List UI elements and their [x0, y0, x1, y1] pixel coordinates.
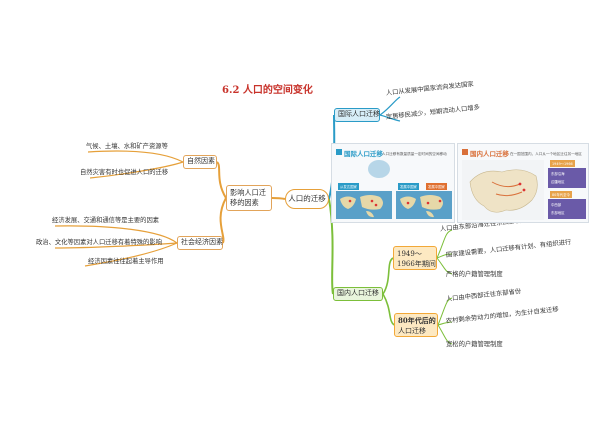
city-illustration-icon: [368, 160, 390, 178]
china-map-icon: [462, 160, 544, 220]
panel-intl-desc: 人口迁移有数量质量一定时间的空间移动: [382, 152, 447, 156]
period-80s-line2: 人口迁移: [398, 327, 426, 335]
panel-marker-icon: [336, 149, 342, 155]
panel-dom-title: 国内人口迁移: [470, 150, 509, 158]
natural-leaf-2: 自然灾害有时也促进人口的迁移: [80, 169, 169, 176]
panel-dom-desc: 在一国范围内，人口从一个地区迁往另一地区: [510, 152, 582, 156]
panel-dom-bullet-1: 东部沿海: [551, 172, 565, 176]
period-80s-node[interactable]: 80年代后的 人口迁移: [394, 313, 438, 337]
period2-leaf-3: 宽松的户籍管理制度: [446, 341, 503, 348]
period-1949-line2: 1966年期间: [397, 260, 436, 268]
natural-leaf-1: 气候、土壤、水和矿产资源等: [86, 143, 168, 150]
panel-dom-box-1: 东部沿海 边疆地区: [548, 168, 586, 188]
domestic-info-panel: 国内人口迁移 在一国范围内，人口从一个地区迁往另一地区 1949～1966 东部…: [457, 143, 589, 223]
center-topic[interactable]: 人口的迁移: [285, 189, 329, 209]
panel-intl-tag-1: 从发达国家: [338, 183, 359, 190]
period-1949-node[interactable]: 1949～ 1966年期间: [393, 246, 437, 270]
social-leaf-2: 政治、文化等因素对人口迁移有着特殊的影响: [36, 239, 162, 246]
panel-dom-bullet-4: 东部地区: [551, 211, 565, 215]
social-leaf-1: 经济发展、交通和通信等是主要的因素: [52, 217, 160, 224]
panel-dom-tag-2: 80年代至今: [550, 191, 572, 198]
international-info-panel: 国际人口迁移 人口迁移有数量质量一定时间的空间移动 从发达国家 发展中国家 发展…: [331, 143, 455, 223]
period-1949-line1: 1949～: [397, 250, 422, 258]
period-80s-line1: 80年代后的: [398, 316, 436, 325]
international-migration-node[interactable]: 国际人口迁移: [334, 108, 380, 122]
world-map-icon: [336, 191, 392, 219]
natural-factors-node[interactable]: 自然因素: [183, 155, 217, 169]
period1-leaf-3: 严格的户籍管理制度: [446, 271, 503, 278]
panel-dom-tag-1: 1949～1966: [550, 160, 575, 167]
panel-marker-icon-2: [462, 149, 468, 155]
panel-dom-box-2: 中西部 东部地区: [548, 199, 586, 219]
panel-intl-title: 国际人口迁移: [344, 150, 383, 158]
panel-dom-bullet-2: 边疆地区: [551, 180, 565, 184]
page-title: 6.2 人口的空间变化: [222, 85, 313, 96]
social-factors-node[interactable]: 社会经济因素: [177, 236, 223, 250]
panel-intl-tag-2: 发展中国家: [398, 183, 419, 190]
domestic-migration-node[interactable]: 国内人口迁移: [333, 287, 383, 301]
panel-intl-tag-3: 发展中国家: [426, 183, 447, 190]
factors-node[interactable]: 影响人口迁移的因素: [226, 185, 272, 211]
social-leaf-3: 经济因素往往起着主导作用: [88, 258, 164, 265]
world-map-icon-2: [396, 191, 452, 219]
panel-dom-bullet-3: 中西部: [551, 203, 562, 207]
